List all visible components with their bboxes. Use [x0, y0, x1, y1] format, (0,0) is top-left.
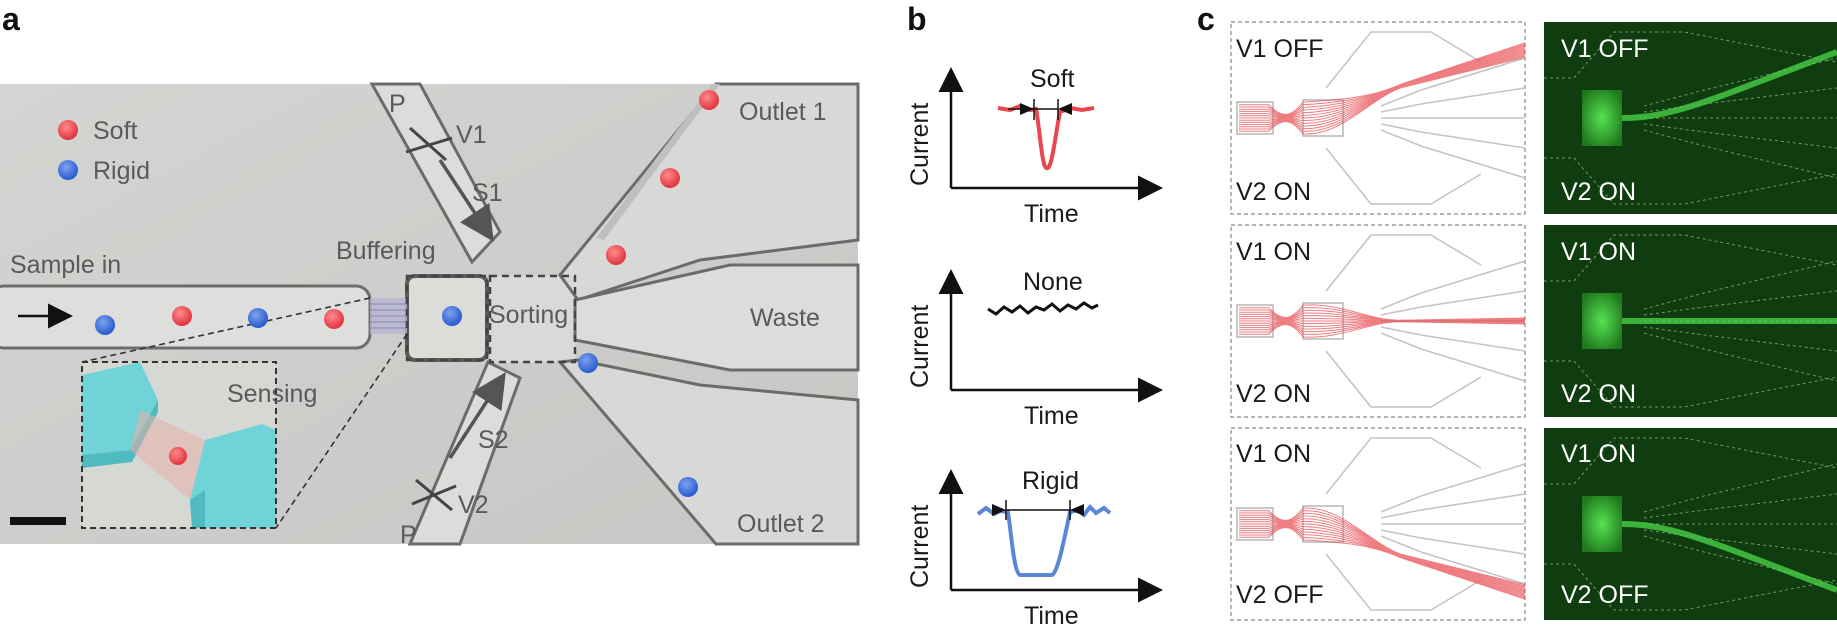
- row3-schematic-bottom-label: V2 OFF: [1236, 581, 1324, 609]
- legend-soft-label: Soft: [93, 117, 138, 145]
- row3-fluor-top-label: V1 ON: [1561, 440, 1636, 468]
- none-current-trace: [987, 301, 1099, 316]
- legend-rigid-marker: [58, 160, 78, 180]
- p-bottom-label: P: [400, 521, 417, 549]
- cells: [58, 90, 719, 497]
- row1-schematic-bottom-label: V2 ON: [1236, 178, 1311, 206]
- trace-plot-rigid: Current Time Rigid: [906, 467, 1163, 629]
- v2-label: V2: [458, 491, 489, 519]
- soft-y-label: Current: [906, 103, 934, 186]
- p-top-label: P: [389, 90, 406, 118]
- panel-letter-a: a: [2, 1, 20, 37]
- rigid-y-label: Current: [906, 505, 934, 588]
- panel-c-fluorescence: [1544, 22, 1837, 620]
- panel-a-chip-photo: [0, 82, 860, 546]
- row2-fluor-bottom-label: V2 ON: [1561, 380, 1636, 408]
- panel-letter-b: b: [907, 1, 927, 37]
- s2-label: S2: [478, 426, 509, 454]
- scale-bar: [10, 517, 66, 525]
- sensing-inset: [81, 361, 277, 529]
- none-trace-label: None: [1023, 268, 1083, 296]
- sorting-junction: [490, 276, 575, 362]
- sensing-label: Sensing: [227, 380, 317, 408]
- s1-label: S1: [472, 179, 503, 207]
- row1-fluor-top-label: V1 OFF: [1561, 35, 1649, 63]
- sorting-label: Sorting: [489, 301, 568, 329]
- valve-v1-marker: [405, 126, 453, 162]
- outlet2-label: Outlet 2: [737, 510, 825, 538]
- valve-v2-marker: [411, 478, 457, 512]
- rigid-trace-label: Rigid: [1022, 467, 1079, 495]
- panel-c-schematics: [1230, 21, 1526, 621]
- rigid-current-trace: [976, 503, 1112, 577]
- waste-label: Waste: [750, 304, 820, 332]
- outlet1-label: Outlet 1: [739, 98, 827, 126]
- row2-schematic-bottom-label: V2 ON: [1236, 380, 1311, 408]
- soft-trace-label: Soft: [1030, 65, 1075, 93]
- buffering-label: Buffering: [336, 237, 436, 265]
- row2-fluor-top-label: V1 ON: [1561, 238, 1636, 266]
- soft-current-trace: [997, 103, 1095, 171]
- row3-fluor-bottom-label: V2 OFF: [1561, 581, 1649, 609]
- flow-arrow-s1: [438, 159, 494, 242]
- sample-in-label: Sample in: [10, 251, 121, 279]
- legend-soft-marker: [58, 120, 78, 140]
- rigid-x-label: Time: [1024, 602, 1079, 629]
- none-y-label: Current: [906, 305, 934, 388]
- row3-schematic-top-label: V1 ON: [1236, 440, 1311, 468]
- trace-plot-soft: Current Time Soft: [906, 65, 1163, 228]
- row1-schematic-top-label: V1 OFF: [1236, 35, 1324, 63]
- legend-rigid-label: Rigid: [93, 157, 150, 185]
- v1-label: V1: [456, 121, 487, 149]
- none-x-label: Time: [1024, 402, 1079, 430]
- panel-letter-c: c: [1197, 1, 1215, 37]
- row2-schematic-top-label: V1 ON: [1236, 238, 1311, 266]
- soft-x-label: Time: [1024, 200, 1079, 228]
- trace-plot-none: Current Time None: [906, 268, 1163, 430]
- row1-fluor-bottom-label: V2 ON: [1561, 178, 1636, 206]
- flow-arrow-s2: [448, 372, 506, 459]
